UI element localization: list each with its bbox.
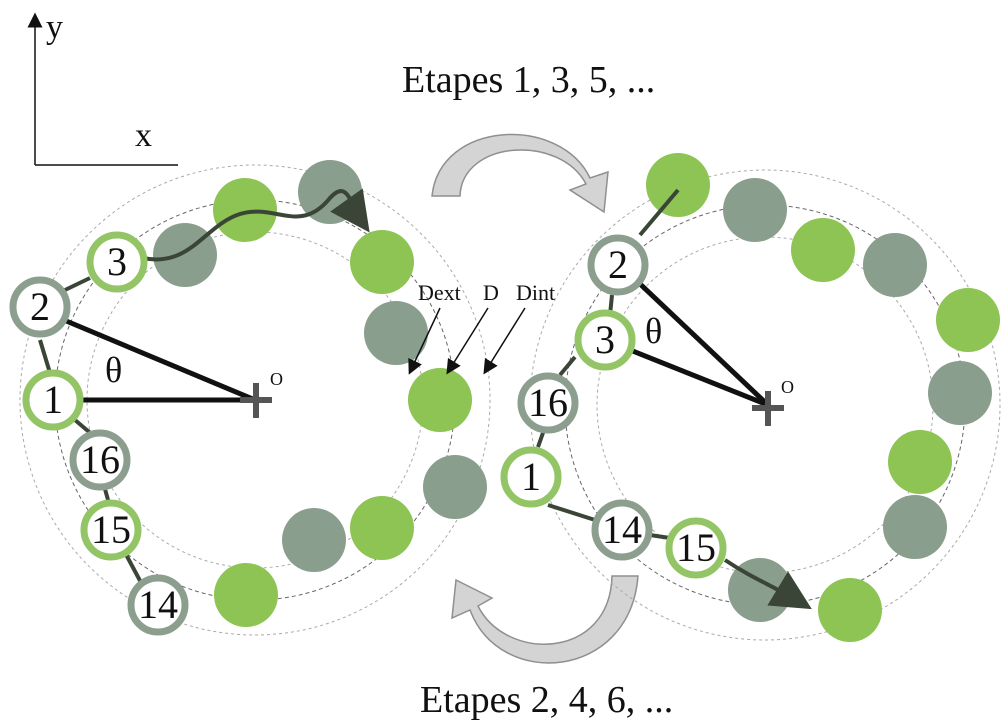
disc-green [350,496,414,560]
node-ring [587,234,649,296]
node-number: 3 [107,239,127,284]
steps-even-label: Etapes 2, 4, 6, ... [420,679,673,721]
node-ring [86,231,148,293]
node-number: 1 [43,377,63,422]
curved-arrow-icon [451,575,639,664]
disc-green [888,430,952,494]
dint-label: Dint [516,280,555,305]
chain-link [649,533,671,540]
chain-link [558,355,577,377]
node-number: 15 [676,525,716,570]
disc-gray [928,361,992,425]
rotated-radius-line [618,263,770,407]
disc-green [350,230,414,294]
left-labeled-nodes: 3 2 1 16 15 14 [9,231,189,636]
node-ring [665,517,727,579]
dint-pointer [483,307,526,375]
y-axis-label: y [46,9,63,46]
left-angle-construction: θ O [39,307,283,418]
disc-gray [423,455,487,519]
disc-gray [863,233,927,297]
node-ring [574,309,636,371]
node-number: 15 [91,507,131,552]
node-number: 14 [602,507,642,552]
dext-pointer [408,307,441,375]
axis-indicator: y x [27,9,178,166]
node-ring [517,372,579,434]
node-ring [22,369,84,431]
node-ring [80,499,142,561]
node-number: 16 [80,437,120,482]
curved-arrow-icon [431,133,609,214]
d-pointer [446,307,489,375]
disc-green [791,218,855,282]
steps-odd-label: Etapes 1, 3, 5, ... [402,59,655,101]
node-number: 1 [521,454,541,499]
node-number: 2 [30,284,50,329]
rotated-radius-line [39,307,256,403]
node-ring [69,429,131,491]
disc-gray [282,508,346,572]
node-number: 3 [595,317,615,362]
disc-green [818,578,882,642]
disc-gray [364,301,428,365]
chain-path-arrow [142,188,370,262]
node-number: 2 [608,242,628,287]
chain-link [638,188,680,237]
diameter-annotations: Dext D Dint [408,280,555,375]
rotation-arrow-bottom [451,575,639,664]
chain-path-arrow [723,558,812,610]
right-labeled-nodes: 2 3 16 1 14 15 [500,234,727,579]
disc-gray [883,495,947,559]
rotation-arrow-top [431,133,609,214]
chain-link [38,339,52,374]
d-label: D [483,280,499,305]
disc-green [936,288,1000,352]
dext-label: Dext [418,280,461,305]
x-axis-label: x [135,117,152,154]
node-number: 14 [138,582,178,627]
outer-diameter-circle [19,164,491,636]
center-label: O [270,369,283,389]
angle-label: θ [105,350,122,390]
disc-green [646,153,710,217]
chain-link [547,503,596,522]
node-ring [500,446,562,508]
disc-green [214,563,278,627]
node-ring [127,574,189,636]
node-ring [591,499,653,561]
disc-green [408,368,472,432]
disc-green [213,178,277,242]
node-number: 16 [528,380,568,425]
node-ring [9,276,71,338]
left-chain [38,188,370,591]
chain-link [64,276,91,292]
angle-label: θ [645,311,662,351]
disc-gray [723,178,787,242]
left-ring-discs [153,160,487,627]
outer-diameter-circle [529,169,1001,641]
center-label: O [781,377,794,397]
